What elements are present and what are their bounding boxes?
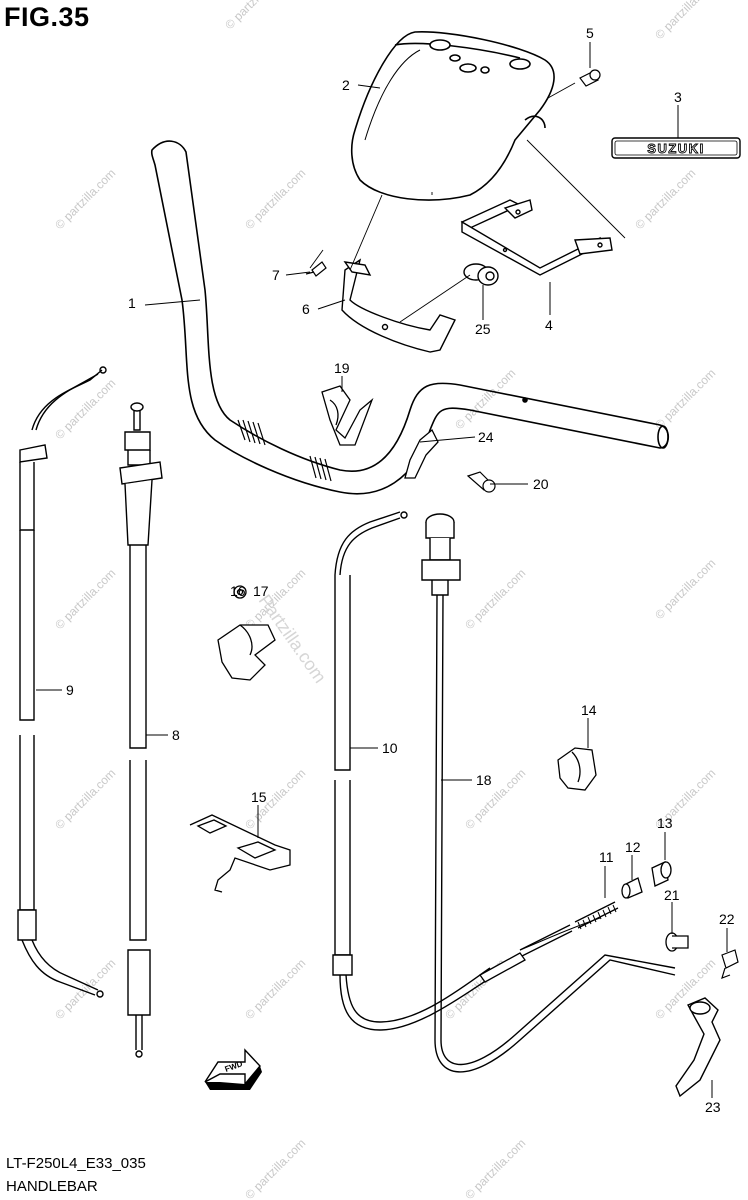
- suzuki-emblem: SUZUKI: [611, 137, 741, 159]
- callout-12: 12: [625, 839, 641, 855]
- watermark: © partzilla.com: [652, 0, 718, 42]
- callout-16: 16: [230, 583, 246, 599]
- watermark: © partzilla.com: [462, 1136, 528, 1200]
- handlebar-cover: [350, 31, 555, 201]
- guide-15: [189, 814, 291, 893]
- callout-23: 23: [705, 1099, 721, 1115]
- callout-22: 22: [719, 911, 735, 927]
- callout-9: 9: [66, 682, 74, 698]
- bolt-21: [665, 932, 689, 952]
- figure-title: FIG.35: [4, 2, 90, 32]
- grommet-25: [463, 263, 499, 286]
- leader-lines: [36, 42, 728, 1098]
- choke-cable-18: [421, 513, 676, 1073]
- callouts: 1 2 3 4 5 6 7 8 9 10 11 12 13 14 15 16 1…: [66, 25, 735, 1115]
- screw-5: [579, 69, 601, 87]
- watermark: © partzilla.com: [52, 566, 118, 632]
- nut-13: [651, 861, 672, 887]
- watermark: © partzilla.com: [52, 956, 118, 1022]
- model-code: LT-F250L4_E33_035: [6, 1155, 146, 1172]
- clamp-19: [321, 385, 374, 446]
- callout-25: 25: [475, 321, 491, 337]
- clip-22: [721, 949, 739, 979]
- bolt-20: [466, 471, 496, 493]
- callout-19: 19: [334, 360, 350, 376]
- assembly-lines: [309, 82, 626, 323]
- diagram-name: HANDLEBAR: [6, 1178, 98, 1195]
- brake-cable-10: [332, 511, 496, 1031]
- callout-21: 21: [664, 887, 680, 903]
- collar-12: [621, 877, 643, 899]
- watermark: © partzilla.com: [52, 766, 118, 832]
- watermark: © partzilla.com: [52, 376, 118, 442]
- watermark: © partzilla.com: [242, 956, 308, 1022]
- watermark: © partzilla.com: [222, 0, 288, 32]
- screw-7: [305, 261, 327, 277]
- callout-4: 4: [545, 317, 553, 333]
- clamp-14: [557, 747, 597, 791]
- callout-7: 7: [272, 267, 280, 283]
- emblem-text: SUZUKI: [647, 141, 704, 156]
- holder-24: [404, 428, 439, 479]
- callout-20: 20: [533, 476, 549, 492]
- watermark: © partzilla.com: [52, 166, 118, 232]
- callout-14: 14: [581, 702, 597, 718]
- callout-15: 15: [251, 789, 267, 805]
- cover-bracket: [460, 199, 613, 276]
- throttle-cable-9: [17, 366, 107, 998]
- callout-13: 13: [657, 815, 673, 831]
- watermark: © partzilla.com: [462, 766, 528, 832]
- callout-2: 2: [342, 77, 350, 93]
- watermark: © partzilla.com: [652, 556, 718, 622]
- watermark: © partzilla.com: [242, 1136, 308, 1200]
- throttle-cable-8: [119, 402, 163, 1058]
- callout-8: 8: [172, 727, 180, 743]
- watermark: © partzilla.com: [462, 566, 528, 632]
- callout-3: 3: [674, 89, 682, 105]
- handlebar: [150, 140, 670, 495]
- watermark: © partzilla.com: [242, 166, 308, 232]
- callout-11: 11: [599, 849, 614, 865]
- callout-1: 1: [128, 295, 136, 311]
- cover-holder: [341, 258, 456, 353]
- cable-adjuster-11: [479, 901, 619, 983]
- callout-10: 10: [382, 740, 398, 756]
- fwd-arrow-icon: FWD: [204, 1048, 262, 1090]
- clamp-16-17: [217, 585, 276, 681]
- watermark: © partzilla.com: [652, 366, 718, 432]
- callout-6: 6: [302, 301, 310, 317]
- watermark: © partzilla.com: [452, 366, 518, 432]
- callout-5: 5: [586, 25, 594, 41]
- callout-24: 24: [478, 429, 494, 445]
- callout-18: 18: [476, 772, 492, 788]
- callout-17: 17: [253, 583, 269, 599]
- watermark: © partzilla.com: [632, 166, 698, 232]
- lever-23: [675, 997, 721, 1098]
